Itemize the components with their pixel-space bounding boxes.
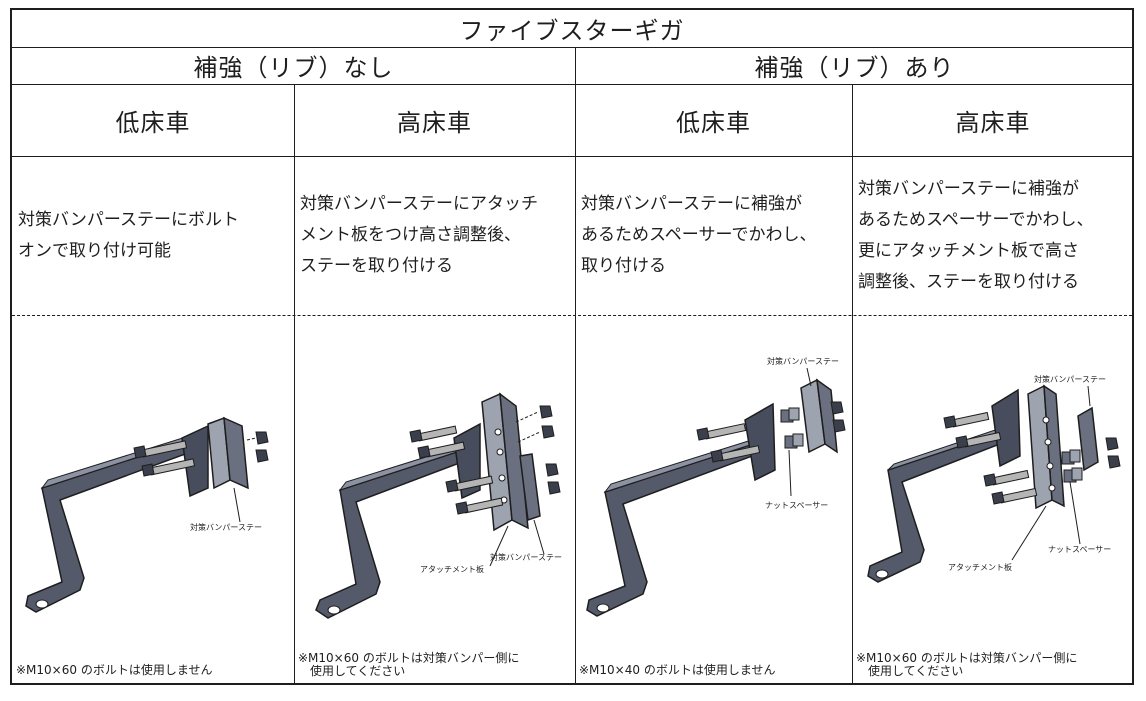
col3-description: 対策バンパーステーに補強が あるためスペーサーでかわし、 取り付ける <box>581 194 817 276</box>
col1-note: ※M10×60 のボルトは使用しません <box>16 663 213 677</box>
group-row: 補強（リブ）なし 補強（リブ）あり <box>12 47 1132 85</box>
stay-label: 対策バンパーステー <box>490 552 562 562</box>
col3-header: 低床車 <box>676 108 751 137</box>
col4-header: 高床車 <box>955 108 1031 137</box>
diagram-low-floor-no-rib: 対策バンパーステー <box>25 416 269 613</box>
col4-note: ※M10×60 のボルトは対策バンパー側に 使用してください <box>856 651 1078 678</box>
comparison-table: ファイブスターギガ 補強（リブ）なし 補強（リブ）あり 低床車 高床車 低床車 … <box>10 8 1134 685</box>
group-with-rib: 補強（リブ）あり <box>754 54 955 82</box>
dashed-divider <box>12 315 1132 316</box>
col2-header: 高床車 <box>397 108 472 137</box>
group-without-rib: 補強（リブ）なし <box>193 54 394 82</box>
column-divider <box>294 84 295 683</box>
column-divider <box>852 84 853 683</box>
col2-note: ※M10×60 のボルトは対策バンパー側に 使用してください <box>298 651 520 678</box>
plate-label: アタッチメント板 <box>948 562 1012 572</box>
diagram-high-floor-with-rib: 対策バンパーステー ナットスペーサー アタッチメント板 <box>867 374 1121 583</box>
diagram-high-floor-no-rib: 対策バンパーステー アタッチメント板 <box>315 392 562 619</box>
col1-description: 対策バンパーステーにボルト オンで取り付け可能 <box>18 209 239 261</box>
bracket-drawing <box>586 367 846 617</box>
col2-description: 対策バンパーステーにアタッチ メント板をつけ高さ調整後、 ステーを取り付ける <box>300 194 538 276</box>
spacer-label: ナットスペーサー <box>1048 545 1111 554</box>
stay-label: 対策バンパーステー <box>767 356 839 366</box>
title-row: ファイブスターギガ <box>12 10 1132 48</box>
table-title: ファイブスターギガ <box>459 17 685 45</box>
bracket-drawing <box>25 416 269 613</box>
description-row: 対策バンパーステーにボルト オンで取り付け可能 対策バンパーステーにアタッチ メ… <box>12 156 1132 315</box>
stay-label: 対策バンパーステー <box>1034 374 1106 384</box>
spacer-label: ナットスペーサー <box>765 501 828 510</box>
bracket-drawing <box>867 384 1121 583</box>
col4-description: 対策バンパーステーに補強が あるためスペーサーでかわし、 更にアタッチメント板で… <box>858 178 1094 292</box>
stay-label: 対策バンパーステー <box>190 522 262 532</box>
col1-header: 低床車 <box>115 108 191 137</box>
diagram-low-floor-with-rib: 対策バンパーステー ナットスペーサー <box>586 356 846 617</box>
bracket-drawing <box>315 392 561 619</box>
plate-label: アタッチメント板 <box>420 564 484 574</box>
header-row: 低床車 高床車 低床車 高床車 <box>12 84 1132 157</box>
col3-note: ※M10×40 のボルトは使用しません <box>579 663 776 677</box>
group-divider <box>575 47 576 683</box>
